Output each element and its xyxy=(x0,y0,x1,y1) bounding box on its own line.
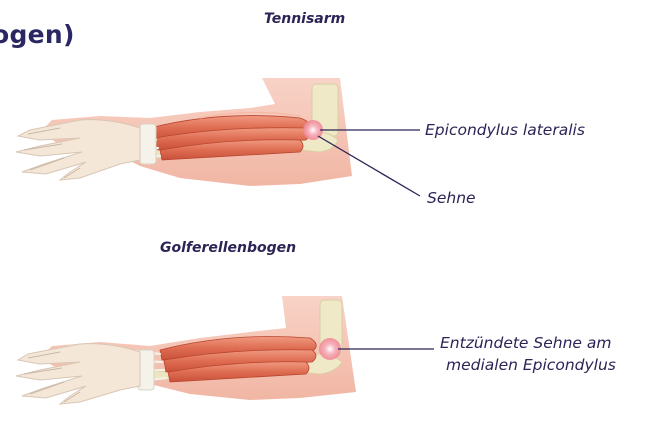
inflammation-spot-medial xyxy=(319,338,341,360)
forearm-illustration-golferellenbogen xyxy=(16,296,434,404)
forearm-illustration-tennisarm xyxy=(16,78,420,196)
